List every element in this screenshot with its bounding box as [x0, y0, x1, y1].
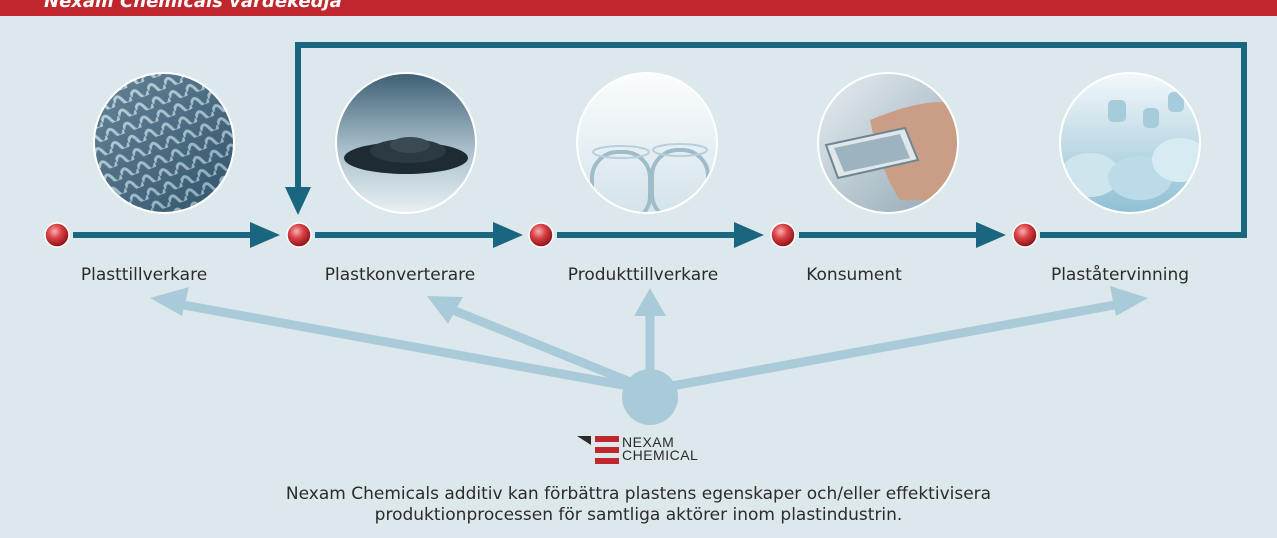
flow-arrowhead-2 — [493, 222, 523, 248]
main-flow-arrowheads — [250, 187, 1006, 248]
nexam-hub — [622, 369, 678, 425]
recycling-loop — [295, 42, 1247, 238]
stage-node-1 — [44, 222, 70, 248]
support-arrow-plastatervinning — [645, 299, 1125, 395]
photo-ring-5 — [1059, 72, 1201, 214]
test-tubes-photo — [577, 73, 717, 213]
support-arrowheads — [150, 286, 1148, 324]
stage-node-2 — [286, 222, 312, 248]
caption-line-1: Nexam Chemicals additiv kan förbättra pl… — [285, 484, 992, 504]
wavy-surface-photo — [94, 73, 234, 213]
photo-ring-2 — [335, 72, 477, 214]
photo-ring-1 — [93, 72, 235, 214]
flow-arrowhead-1 — [250, 222, 280, 248]
recycling-arrowhead — [285, 187, 311, 215]
support-arrowhead-2 — [427, 296, 463, 324]
photo-ring-4 — [817, 72, 959, 214]
photo-ring-3 — [576, 72, 718, 214]
nexam-logo-icon — [577, 436, 619, 464]
caption: Nexam Chemicals additiv kan förbättra pl… — [0, 484, 1277, 526]
support-arrowhead-4 — [1110, 286, 1148, 316]
logo-text: NEXAM CHEMICAL — [622, 434, 699, 463]
caption-line-2: produktionprocessen för samtliga aktörer… — [374, 505, 903, 525]
stage-nodes — [44, 222, 1038, 248]
support-arrow-plastkonverterare — [443, 303, 655, 395]
flow-arrowhead-4 — [976, 222, 1006, 248]
photo-rings — [93, 72, 1201, 214]
stage-label-konsument: Konsument — [806, 265, 902, 285]
logo-line-1: NEXAM — [622, 434, 675, 450]
stage-label-plastkonverterare: Plastkonverterare — [324, 265, 476, 285]
stage-node-5 — [1012, 222, 1038, 248]
header-title: Nexam Chemicals värdekedja — [44, 0, 342, 12]
smartphone-hand-photo — [818, 73, 958, 213]
stage-label-produkttillverkare: Produkttillverkare — [567, 265, 719, 285]
logo-line-2: CHEMICAL — [622, 447, 699, 463]
header-bar: Nexam Chemicals värdekedja — [0, 0, 1277, 16]
stage-label-plasttillverkare: Plasttillverkare — [80, 265, 208, 285]
stage-node-4 — [770, 222, 796, 248]
main-flow — [73, 42, 1247, 238]
stage-label-plastatervinning: Plaståtervinning — [1050, 265, 1190, 285]
flow-arrowhead-3 — [734, 222, 764, 248]
plastic-bottles-photo — [1060, 73, 1200, 213]
support-arrowhead-1 — [150, 287, 189, 316]
stage-node-3 — [528, 222, 554, 248]
support-arrowhead-3 — [634, 288, 666, 316]
support-arrow-plasttillverkare — [173, 299, 655, 395]
plastic-pellets-photo — [336, 73, 476, 213]
